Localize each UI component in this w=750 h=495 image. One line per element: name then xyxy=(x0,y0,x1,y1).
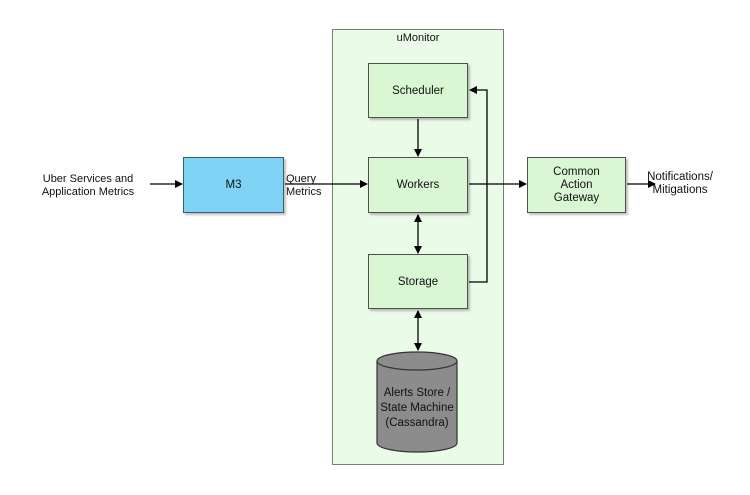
notifications-label: Notifications/ Mitigations xyxy=(647,171,713,196)
m3-label: M3 xyxy=(225,179,242,191)
storage-label: Storage xyxy=(397,275,439,288)
arrow-storage-to-scheduler xyxy=(469,86,488,283)
database-label: Alerts Store / State Machine (Cassandra) xyxy=(380,386,454,429)
gateway-label: Common Action Gateway xyxy=(553,165,600,204)
query-metrics-label: Query Metrics xyxy=(286,173,322,198)
storage-node: Storage xyxy=(368,254,468,309)
database-cylinder xyxy=(376,351,458,453)
umonitor-title: uMonitor xyxy=(396,32,440,44)
m3-node: M3 xyxy=(183,157,284,213)
gateway-node: Common Action Gateway xyxy=(527,157,626,213)
scheduler-label: Scheduler xyxy=(392,84,444,97)
workers-node: Workers xyxy=(368,157,468,213)
source-label: Uber Services and Application Metrics xyxy=(41,173,135,198)
workers-label: Workers xyxy=(396,179,440,191)
scheduler-node: Scheduler xyxy=(368,63,468,118)
